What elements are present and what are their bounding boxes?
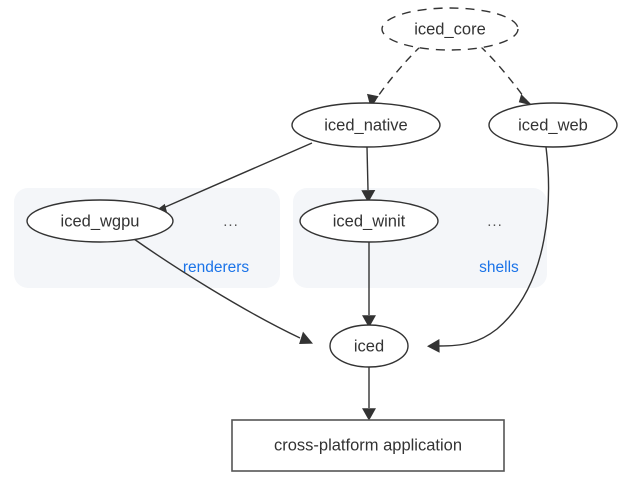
node-iced-core-label: iced_core bbox=[414, 20, 486, 38]
node-iced[interactable]: iced bbox=[329, 324, 409, 368]
edge-core-to-web-arrowhead bbox=[518, 94, 533, 106]
node-cross-platform-application[interactable]: cross-platform application bbox=[231, 419, 505, 472]
edge-wgpu-to-iced-line bbox=[133, 238, 301, 339]
edge-wgpu-to-iced bbox=[133, 238, 313, 344]
edge-native-to-winit bbox=[361, 146, 376, 203]
node-iced-wgpu-label: iced_wgpu bbox=[61, 212, 140, 230]
edge-wgpu-to-iced-arrowhead bbox=[299, 331, 313, 344]
group-renderers-label: renderers bbox=[183, 259, 250, 276]
edge-web-to-iced bbox=[427, 146, 550, 353]
node-iced-winit-label: iced_winit bbox=[333, 212, 406, 230]
node-iced-wgpu[interactable]: iced_wgpu bbox=[26, 199, 174, 243]
edge-core-to-native bbox=[367, 45, 422, 108]
group-shells-label: shells bbox=[479, 259, 519, 276]
node-iced-core[interactable]: iced_core bbox=[381, 7, 519, 51]
edge-native-to-wgpu-line bbox=[162, 142, 313, 209]
edge-iced-to-app-arrowhead bbox=[362, 408, 376, 421]
node-iced-native[interactable]: iced_native bbox=[291, 102, 441, 148]
edge-web-to-iced-arrowhead bbox=[427, 339, 440, 353]
edge-core-to-native-line bbox=[373, 45, 422, 103]
edge-winit-to-iced bbox=[362, 242, 376, 328]
edge-core-to-web bbox=[479, 45, 533, 106]
node-iced-native-shape[interactable] bbox=[291, 102, 441, 148]
edge-web-to-iced-line bbox=[438, 146, 550, 347]
node-cross-platform-application-label: cross-platform application bbox=[274, 436, 462, 454]
node-iced-label: iced bbox=[354, 337, 384, 355]
edge-native-to-winit-line bbox=[366, 146, 369, 191]
node-iced-winit-shape[interactable] bbox=[299, 199, 439, 243]
node-iced-web[interactable]: iced_web bbox=[488, 102, 618, 148]
node-iced-web-label: iced_web bbox=[518, 116, 588, 134]
node-iced-native-label: iced_native bbox=[324, 116, 407, 134]
node-iced-web-shape[interactable] bbox=[488, 102, 618, 148]
node-cross-platform-application-shape[interactable] bbox=[231, 419, 505, 472]
node-iced-winit[interactable]: iced_winit bbox=[299, 199, 439, 243]
renderers-more-ellipsis: ... bbox=[223, 213, 239, 230]
edge-iced-to-app bbox=[362, 367, 376, 421]
shells-more-ellipsis: ... bbox=[487, 213, 503, 230]
edge-core-to-web-line bbox=[479, 45, 527, 101]
edge-native-to-winit-arrowhead bbox=[361, 190, 376, 203]
node-iced-shape[interactable] bbox=[329, 324, 409, 368]
edge-winit-to-iced-arrowhead bbox=[362, 315, 376, 328]
node-iced-core-shape[interactable] bbox=[381, 7, 519, 51]
node-iced-wgpu-shape[interactable] bbox=[26, 199, 174, 243]
